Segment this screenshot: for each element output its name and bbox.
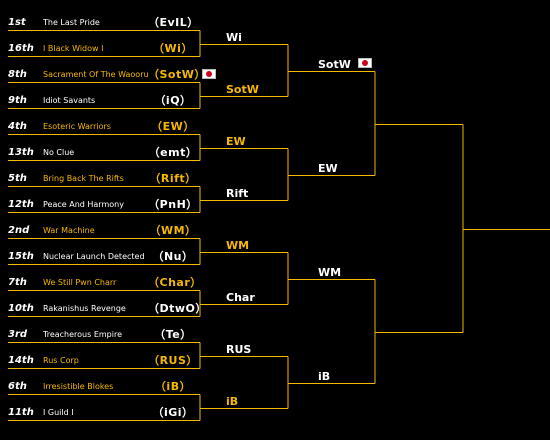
team-tag: （WM） <box>149 224 197 237</box>
round2-team: Wi <box>226 30 242 44</box>
team-tag: （iGi） <box>152 406 194 419</box>
team-tag: （Char） <box>148 276 202 289</box>
team-seed: 11th <box>8 407 34 418</box>
team-name: Peace And Harmony <box>43 200 124 209</box>
team-seed: 4th <box>8 121 27 132</box>
team-tag: （emt） <box>148 146 198 159</box>
team-seed: 5th <box>8 173 27 184</box>
team-tag: （PnH） <box>148 198 198 211</box>
team-seed: 13th <box>8 147 34 158</box>
team-tag: （iQ） <box>154 94 192 107</box>
round2-team: EW <box>226 134 246 148</box>
round2-team: Char <box>226 290 255 304</box>
team-tag: （DtwO） <box>148 302 207 315</box>
team-seed: 15th <box>8 251 34 262</box>
team-name: Treacherous Empire <box>43 330 123 339</box>
team-name: Rakanishus Revenge <box>43 304 126 313</box>
team-name: I Guild I <box>43 408 74 417</box>
round3-team: WM <box>318 265 342 279</box>
round2-team: WM <box>226 238 250 252</box>
team-tag: （RUS） <box>148 354 198 367</box>
team-seed: 1st <box>8 17 26 28</box>
team-name: Bring Back The Rifts <box>43 174 124 183</box>
round3-team: iB <box>318 369 331 383</box>
round3-team: SotW <box>318 57 351 71</box>
round3-team: EW <box>318 161 338 175</box>
round2-team: RUS <box>226 342 252 356</box>
team-seed: 9th <box>8 95 27 106</box>
team-tag: （SotW） <box>148 68 206 81</box>
round2-team: Rift <box>226 186 249 200</box>
round2-team: SotW <box>226 82 259 96</box>
team-seed: 12th <box>8 199 34 210</box>
team-tag: （EvIL） <box>148 16 199 29</box>
japan-flag-icon <box>202 69 216 79</box>
team-seed: 10th <box>8 303 34 314</box>
team-name: War Machine <box>43 226 95 235</box>
team-seed: 8th <box>8 69 27 80</box>
team-tag: （iB） <box>154 380 192 393</box>
team-name: Sacrament Of The Waooru <box>43 70 148 79</box>
team-seed: 6th <box>8 381 27 392</box>
japan-flag-icon <box>358 57 372 68</box>
team-tag: （Wi） <box>153 42 193 55</box>
team-seed: 16th <box>8 43 34 54</box>
team-seed: 2nd <box>8 225 30 236</box>
team-tag: （Te） <box>154 328 192 341</box>
team-name: Rus Corp <box>43 356 79 365</box>
team-name: Irresistible Blokes <box>43 382 114 391</box>
team-seed: 3rd <box>8 329 28 340</box>
round2-team: iB <box>226 394 239 408</box>
team-name: Esoteric Warriors <box>43 122 111 131</box>
team-name: Nuclear Launch Detected <box>43 252 145 261</box>
team-name: Idiot Savants <box>43 96 96 105</box>
team-name: We Still Pwn Charr <box>43 278 117 287</box>
team-name: I Black Widow I <box>43 44 104 53</box>
team-seed: 7th <box>8 277 27 288</box>
team-tag: （Rift） <box>149 172 197 185</box>
team-seed: 14th <box>8 355 34 366</box>
team-tag: （EW） <box>151 120 195 133</box>
team-name: No Clue <box>43 148 75 157</box>
team-tag: （Nu） <box>152 250 194 263</box>
team-name: The Last Pride <box>43 18 100 27</box>
